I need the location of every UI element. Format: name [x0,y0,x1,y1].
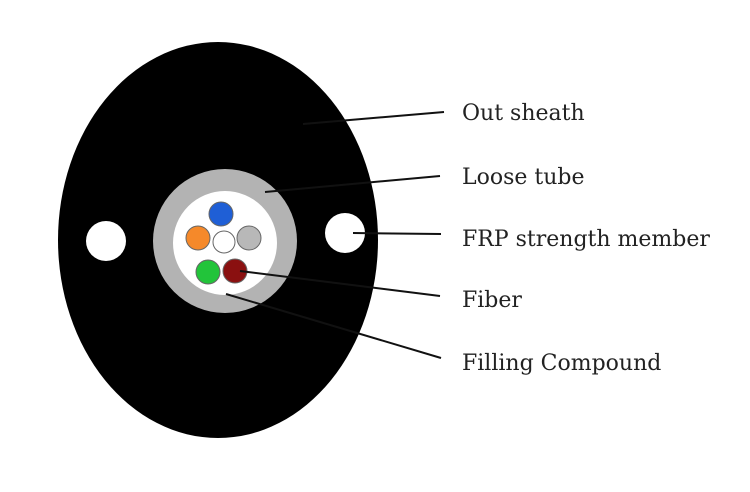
label-fiber: Fiber [462,288,522,313]
label-filling-compound: Filling Compound [462,351,661,376]
fiber-gray [236,225,262,251]
fiber-center [212,230,236,254]
label-out-sheath: Out sheath [462,101,585,126]
fiber-green [195,259,221,285]
leader-line-out-sheath [302,111,445,125]
label-loose-tube: Loose tube [462,165,585,190]
leader-line-filling-compound [225,293,442,359]
fiber-blue [208,201,234,227]
leader-line-loose-tube [264,175,441,193]
strength-member-right [325,213,365,253]
strength-member-left [86,221,126,261]
label-frp-strength-member: FRP strength member [462,227,710,252]
leader-line-fiber [239,270,441,297]
fiber-orange [185,225,211,251]
leader-line-frp-strength-member [352,232,442,235]
